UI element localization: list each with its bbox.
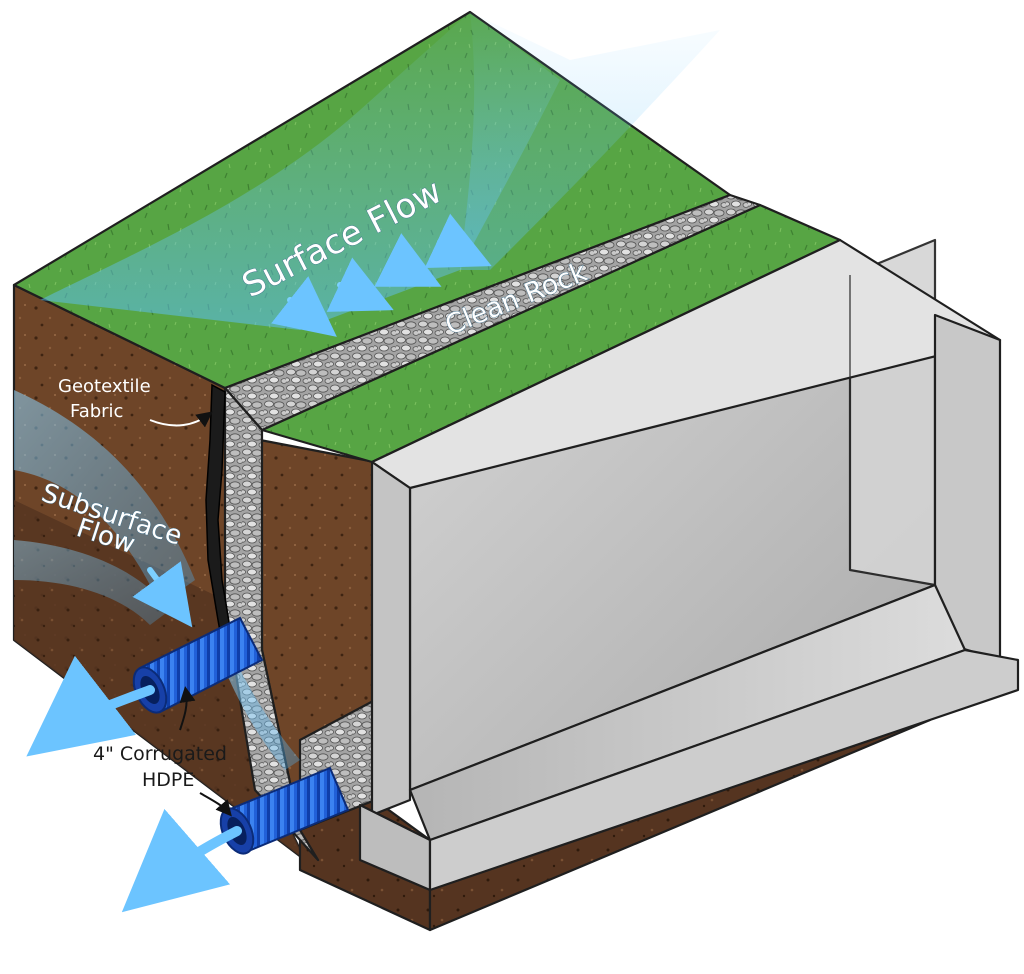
pipe-label-line1: 4" Corrugated xyxy=(93,743,227,765)
surface-flow-arrows xyxy=(271,213,492,337)
upper-outflow-arrow xyxy=(26,655,155,757)
concrete-wall xyxy=(358,238,1020,892)
subsurface-flow-arrow xyxy=(132,561,193,628)
pipe-callout-line-lower xyxy=(199,792,232,817)
subsurface-flow-band xyxy=(14,390,300,770)
pipe-callout-line-upper xyxy=(179,686,196,731)
geotextile-label-line1: Geotextile xyxy=(58,376,151,397)
geotextile-label-line2: Fabric xyxy=(70,401,123,422)
lower-outflow-arrow xyxy=(121,808,242,913)
pipe-label-line2: HDPE xyxy=(142,769,194,791)
geotextile-callout-line xyxy=(149,411,213,428)
